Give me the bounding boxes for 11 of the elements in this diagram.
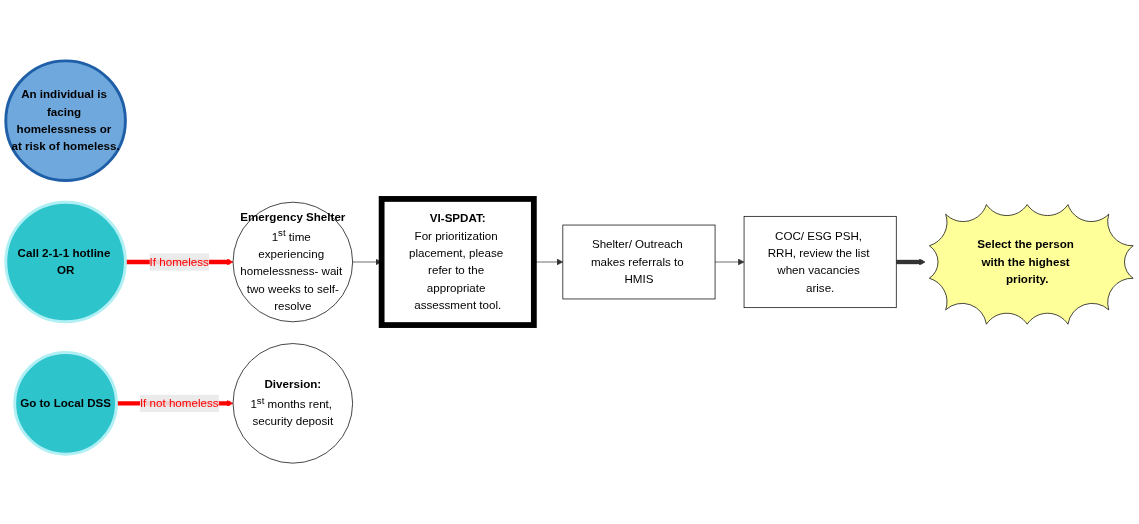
node-circle: Go to Local DSS — [13, 351, 118, 456]
arrow — [896, 258, 926, 266]
edge-label: If homeless — [149, 255, 209, 268]
node-box: Shelter/ Outreach makes referrals to HMIS — [562, 224, 716, 300]
node-circle: Emergency Shelter 1$^{st}$ time experiencing homelessness- wait two weeks to self-resolve — [232, 201, 353, 323]
node-box: VI-SPDAT: For prioritization placement, please refer to the appropriate assessment tool. — [378, 196, 537, 328]
node-box: COC/ ESG PSH, RRH, review the list when vacancies arise. — [743, 215, 897, 309]
edge-label: If not homeless — [139, 396, 219, 410]
node-circle: Call 2-1-1 hotline OR — [4, 200, 127, 324]
node-circle: Diversion: 1$^{st}$ months rent, security deposit — [232, 343, 353, 464]
node-circle: An individual is facing homelessness or at risk of homeless. — [4, 59, 127, 182]
